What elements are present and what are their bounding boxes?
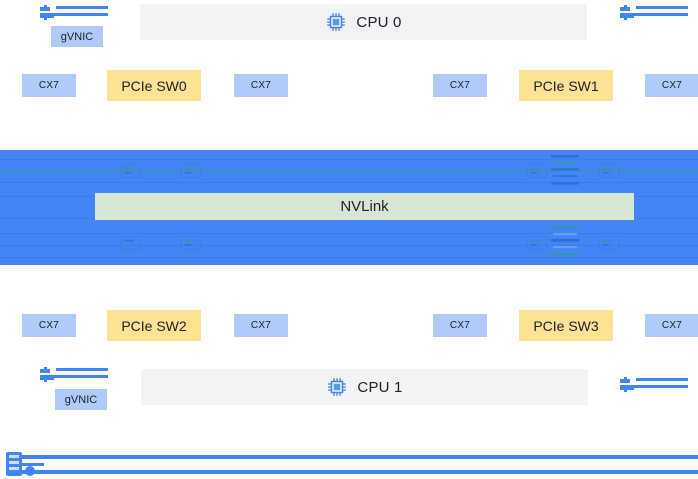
cx7-nic-0[interactable]: CX7 xyxy=(22,74,76,97)
gvnic-bottom-label: gVNIC xyxy=(64,393,98,406)
gpu-icon xyxy=(178,230,204,256)
cpu-0-bar[interactable]: CPU 0 xyxy=(140,4,587,40)
cx7-nic-2[interactable]: CX7 xyxy=(433,74,487,97)
gpu-band-bottom-upper xyxy=(0,221,698,265)
network-card-icon xyxy=(40,4,108,22)
pcie-switch-label: PCIe SW3 xyxy=(533,317,599,334)
cx7-nic-3[interactable]: CX7 xyxy=(645,74,698,97)
gpu-icon xyxy=(596,230,622,256)
pcie-switch-label: PCIe SW0 xyxy=(121,77,187,94)
gpu-icon xyxy=(524,230,550,256)
cx7-label: CX7 xyxy=(250,80,272,91)
cpu-1-label: CPU 1 xyxy=(357,378,403,396)
rail-lower xyxy=(8,470,698,474)
gvnic-bottom[interactable]: gVNIC xyxy=(55,389,107,410)
cx7-nic-7[interactable]: CX7 xyxy=(645,314,698,337)
network-card-icon xyxy=(620,376,688,394)
cx7-label: CX7 xyxy=(38,80,60,91)
cx7-label: CX7 xyxy=(449,320,471,331)
cpu-chip-icon xyxy=(325,11,347,33)
gpu-band-top-upper xyxy=(0,150,698,192)
pcie-switch-3[interactable]: PCIe SW3 xyxy=(519,310,613,341)
cx7-label: CX7 xyxy=(661,80,683,91)
gpu-icon xyxy=(596,158,622,184)
cpu-chip-icon xyxy=(326,376,348,398)
network-card-icon xyxy=(40,366,108,384)
cpu-1-bar[interactable]: CPU 1 xyxy=(141,369,588,405)
cx7-nic-5[interactable]: CX7 xyxy=(234,314,288,337)
cx7-label: CX7 xyxy=(250,320,272,331)
gpu-icon xyxy=(548,223,582,263)
nvlink-bar[interactable]: NVLink xyxy=(95,193,634,220)
cx7-nic-6[interactable]: CX7 xyxy=(433,314,487,337)
rail-upper xyxy=(8,455,698,459)
gpu-icon xyxy=(178,158,204,184)
pcie-switch-0[interactable]: PCIe SW0 xyxy=(107,70,201,101)
cx7-label: CX7 xyxy=(661,320,683,331)
pcie-switch-1[interactable]: PCIe SW1 xyxy=(519,70,613,101)
gpu-icon xyxy=(118,230,144,256)
pcie-switch-label: PCIe SW1 xyxy=(533,77,599,94)
cpu-0-label: CPU 0 xyxy=(356,13,402,31)
network-card-icon xyxy=(620,4,688,22)
cx7-label: CX7 xyxy=(449,80,471,91)
nvlink-label: NVLink xyxy=(340,198,389,215)
gpu-icon xyxy=(548,152,582,192)
pcie-switch-label: PCIe SW2 xyxy=(121,317,187,334)
cx7-nic-4[interactable]: CX7 xyxy=(22,314,76,337)
cx7-label: CX7 xyxy=(38,320,60,331)
gpu-icon xyxy=(118,158,144,184)
gvnic-top[interactable]: gVNIC xyxy=(51,26,103,47)
cx7-nic-1[interactable]: CX7 xyxy=(234,74,288,97)
gpu-icon xyxy=(524,158,550,184)
pcie-switch-2[interactable]: PCIe SW2 xyxy=(107,310,201,341)
gvnic-top-label: gVNIC xyxy=(60,30,94,43)
network-switch-icon xyxy=(4,450,44,478)
